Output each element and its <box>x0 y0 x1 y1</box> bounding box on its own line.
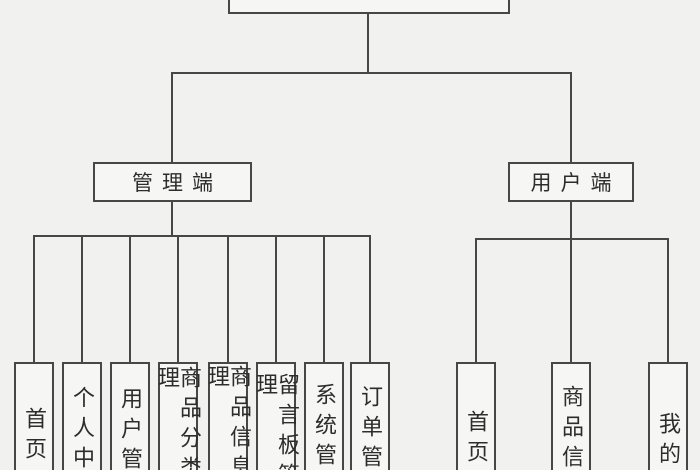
branch-admin-label: 管理端 <box>132 171 222 195</box>
connector-drop-user-3 <box>667 238 669 363</box>
leaf-admin-user-management: 用户管理 <box>110 362 150 470</box>
leaf-user-product-info: 商品信息 <box>551 362 591 470</box>
connector-drop-user-1 <box>475 238 477 363</box>
branch-admin-box: 管理端 <box>93 162 252 202</box>
leaf-label: 首页 <box>464 410 489 470</box>
connector-admin-bar <box>33 235 371 237</box>
leaf-admin-product-category-management: 商品分类管理 <box>155 362 202 470</box>
leaf-label: 系统管理 <box>312 383 337 470</box>
leaf-admin-message-board-management: 留言板管理 <box>253 362 300 470</box>
leaf-admin-product-info-management: 商品信息管理 <box>205 362 252 470</box>
connector-drop-admin-1 <box>33 235 35 363</box>
connector-admin-stem-bottom <box>171 200 173 237</box>
leaf-label: 首页 <box>22 407 47 467</box>
leaf-label: 商品信息管理 <box>205 365 252 470</box>
connector-root-stem <box>367 14 369 74</box>
branch-user-label: 用户端 <box>530 171 621 195</box>
connector-drop-admin-6 <box>275 235 277 363</box>
leaf-label: 商品分类管理 <box>155 366 202 470</box>
leaf-admin-system-management: 系统管理 <box>304 362 344 470</box>
connector-user-stem-top <box>570 72 572 164</box>
leaf-label: 订单管理 <box>358 385 383 470</box>
leaf-label: 商品信息 <box>559 385 584 470</box>
leaf-admin-personal-center: 个人中心 <box>62 362 102 470</box>
leaf-label: 我的 <box>656 412 681 470</box>
connector-drop-admin-7 <box>323 235 325 363</box>
leaf-user-mine: 我的 <box>648 362 688 470</box>
root-box <box>228 0 510 14</box>
connector-admin-stem-top <box>171 72 173 164</box>
leaf-label: 个人中心 <box>70 386 95 470</box>
connector-drop-admin-8 <box>369 235 371 363</box>
leaf-user-home: 首页 <box>456 362 496 470</box>
leaf-admin-home: 首页 <box>14 362 54 470</box>
connector-user-bar <box>475 238 669 240</box>
leaf-admin-order-management: 订单管理 <box>350 362 390 470</box>
connector-drop-admin-2 <box>81 235 83 363</box>
connector-tier1-bar <box>171 72 572 74</box>
leaf-label: 用户管理 <box>118 387 143 470</box>
connector-drop-admin-5 <box>227 235 229 363</box>
branch-user-box: 用户端 <box>508 162 634 202</box>
connector-drop-admin-4 <box>177 235 179 363</box>
connector-user-stem-bottom <box>570 200 572 363</box>
connector-drop-admin-3 <box>129 235 131 363</box>
leaf-label: 留言板管理 <box>253 373 300 470</box>
